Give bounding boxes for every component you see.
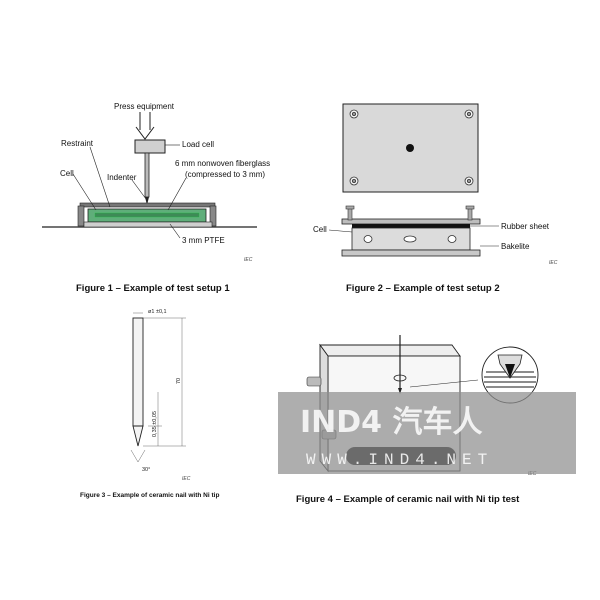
- label-indenter: Indenter: [107, 173, 137, 182]
- label-ptfe: 3 mm PTFE: [182, 236, 225, 245]
- label-fiberglass-1: 6 mm nonwoven fiberglass: [175, 159, 270, 168]
- dim-diameter: ø1 ±0,1: [148, 309, 167, 315]
- rubber-sheet: [352, 224, 470, 228]
- caption-figure-1: Figure 1 – Example of test setup 1: [76, 283, 230, 294]
- bakelite-top: [341, 218, 481, 225]
- nail-shaft: [132, 317, 144, 427]
- clamp-left: [77, 205, 85, 227]
- load-cell: [134, 139, 166, 154]
- caption-figure-4: Figure 4 – Example of ceramic nail with …: [296, 494, 520, 505]
- caption-figure-3: Figure 3 – Example of ceramic nail with …: [80, 492, 219, 499]
- box-top: [319, 344, 461, 357]
- caption-figure-2: Figure 2 – Example of test setup 2: [346, 283, 500, 294]
- fiberglass-layer: [94, 212, 200, 218]
- magnifier-detail: [409, 346, 539, 404]
- label-restraint: Restraint: [61, 139, 94, 148]
- iec-mark-1: IEC: [244, 257, 253, 263]
- bolt-icon: [349, 109, 474, 186]
- watermark-url: WWW.IND4.NET: [306, 451, 493, 469]
- label-press-equipment: Press equipment: [114, 102, 175, 111]
- ptfe-base: [83, 221, 213, 228]
- restraint-plate: [79, 202, 216, 208]
- watermark-band: [278, 392, 576, 474]
- label-rubber-sheet: Rubber sheet: [501, 222, 550, 231]
- nail-tip: [132, 425, 144, 447]
- label-load-cell: Load cell: [182, 140, 214, 149]
- label-fiberglass-2: (compressed to 3 mm): [185, 170, 265, 179]
- figure-1: Press equipment Load cell Restraint 6 mm…: [42, 102, 270, 294]
- label-cell: Cell: [60, 169, 74, 178]
- bakelite-bottom: [341, 249, 481, 257]
- figure-2: Cell Rubber sheet Bakelite IEC Figure 2 …: [313, 103, 558, 294]
- label-bakelite: Bakelite: [501, 242, 530, 251]
- label-cell-2: Cell: [313, 225, 327, 234]
- watermark: IND4 汽车人 WWW.IND4.NET: [278, 392, 576, 474]
- press-arrow-icon: [135, 112, 155, 140]
- clamp-right: [209, 205, 217, 227]
- watermark-logo-text: IND4 汽车人: [300, 405, 483, 440]
- dim-tip: 0,35 ±0,05: [152, 411, 158, 437]
- indenter-rod: [144, 152, 150, 198]
- dim-angle: 30°: [142, 467, 150, 473]
- nail-hole: [406, 144, 414, 152]
- iec-mark-3: IEC: [182, 476, 191, 482]
- iec-mark-2: IEC: [549, 260, 558, 266]
- dim-length: 70: [176, 378, 182, 384]
- figure-3: ø1 ±0,1 70 0,35 ±0,05 30° IEC Figure 3 –…: [80, 309, 219, 499]
